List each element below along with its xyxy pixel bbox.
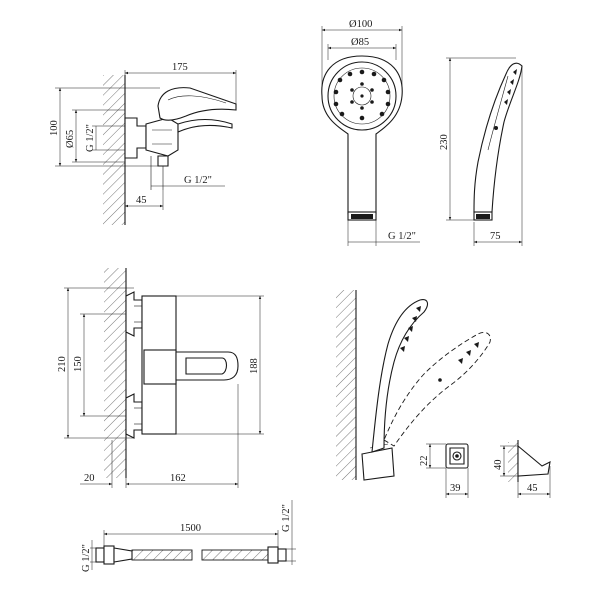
faucet-depth-label: 45 xyxy=(136,195,147,206)
faucet-inlet-thread-label: G 1/2" xyxy=(85,124,96,152)
bracket-width-label: 45 xyxy=(527,483,538,494)
faucet-body-dia-label: Ø65 xyxy=(65,130,76,148)
nozzle-pattern xyxy=(333,69,391,121)
hose-thread-left-label: G 1/2" xyxy=(81,544,92,572)
holder-width-label: 39 xyxy=(450,483,461,494)
head-side-width-label: 75 xyxy=(490,231,501,242)
front-width-label: 162 xyxy=(170,473,186,484)
hose-view: 1500 G 1/2" G 1/2" xyxy=(81,500,296,572)
hose-thread-right-label: G 1/2" xyxy=(281,504,292,532)
wall-hatch-holder xyxy=(336,290,356,480)
bracket-side-detail: 40 45 xyxy=(493,440,551,498)
front-height-total-label: 210 xyxy=(57,356,68,372)
holder-front-detail: 22 39 xyxy=(419,443,469,498)
hose-segment-right xyxy=(201,549,269,561)
faucet-side-view: 175 100 Ø65 G 1/2" G 1/2" 45 xyxy=(49,62,237,225)
front-height-right-label: 188 xyxy=(249,358,260,374)
front-height-inner-label: 150 xyxy=(73,356,84,372)
shower-head-front-view: Ø100 Ø85 G 1/2" xyxy=(321,19,420,246)
head-length-label: 230 xyxy=(439,134,450,150)
holder-height-label: 22 xyxy=(419,456,430,467)
head-thread-label: G 1/2" xyxy=(388,231,416,242)
faucet-height-label: 100 xyxy=(49,120,60,136)
faucet-outlet-thread-label: G 1/2" xyxy=(184,175,212,186)
shower-holder-view xyxy=(336,290,491,481)
shower-head-side-view: 230 75 xyxy=(439,57,523,246)
bracket-height-label: 40 xyxy=(493,460,504,471)
hose-length-label: 1500 xyxy=(180,523,201,534)
wall-hatch-front xyxy=(104,268,126,478)
wall-hatch-bracket xyxy=(508,442,518,482)
front-offset-label: 20 xyxy=(84,473,95,484)
faucet-front-view: 210 150 188 20 162 xyxy=(57,268,264,488)
hose-segment-left xyxy=(131,549,193,561)
faucet-width-label: 175 xyxy=(172,62,188,73)
head-outer-dia-label: Ø100 xyxy=(349,19,372,30)
head-inner-dia-label: Ø85 xyxy=(351,37,369,48)
